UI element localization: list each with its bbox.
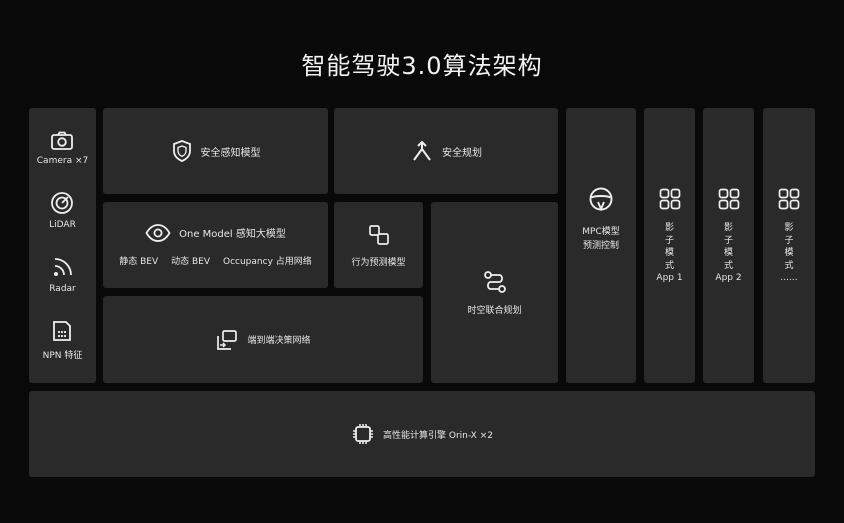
static-bev-label: 静态 BEV bbox=[119, 256, 159, 267]
behavior-prediction-block: 行为预测模型 bbox=[334, 202, 423, 288]
chip-icon bbox=[351, 422, 375, 446]
occupancy-label: Occupancy 占用网络 bbox=[223, 256, 312, 267]
app-grid-icon bbox=[718, 188, 740, 210]
sensor-panel: Camera ×7 LiDAR Radar NPN 特征 bbox=[29, 108, 96, 383]
sensor-lidar-label: LiDAR bbox=[49, 219, 76, 230]
mpc-label-line2: 预测控制 bbox=[582, 241, 619, 251]
shadow-mode-more: 影子模式...... bbox=[763, 108, 815, 383]
safety-perception-block: 安全感知模型 bbox=[103, 108, 328, 194]
spatiotemporal-planning-block: 时空联合规划 bbox=[431, 202, 558, 383]
hardware-block: 高性能计算引擎 Orin-X ×2 bbox=[29, 391, 815, 477]
sensor-radar: Radar bbox=[49, 255, 76, 294]
page-title: 智能驾驶3.0算法架构 bbox=[301, 52, 543, 80]
safety-planning-block: 安全规划 bbox=[334, 108, 558, 194]
end-to-end-icon bbox=[215, 328, 239, 352]
app-grid-icon bbox=[659, 188, 681, 210]
sensor-npn-label: NPN 特征 bbox=[42, 350, 83, 361]
safety-perception-label: 安全感知模型 bbox=[200, 147, 261, 159]
prediction-squares-icon bbox=[367, 223, 391, 247]
behavior-prediction-label: 行为预测模型 bbox=[351, 257, 406, 268]
end-to-end-label: 端到端决策网络 bbox=[247, 336, 311, 346]
sensor-camera-label: Camera ×7 bbox=[36, 155, 89, 166]
lidar-icon bbox=[50, 191, 74, 215]
mpc-block: MPC模型 预测控制 bbox=[566, 108, 636, 383]
one-model-submodels: 静态 BEV 动态 BEV Occupancy 占用网络 bbox=[119, 254, 312, 267]
safety-planning-label: 安全规划 bbox=[442, 147, 482, 159]
one-model-label: One Model 感知大模型 bbox=[179, 229, 286, 240]
app-grid-icon bbox=[778, 188, 800, 210]
camera-icon bbox=[50, 131, 74, 151]
radar-icon bbox=[51, 255, 75, 279]
one-model-block: One Model 感知大模型 静态 BEV 动态 BEV Occupancy … bbox=[103, 202, 328, 288]
route-icon bbox=[482, 269, 508, 295]
shadow-mode-more-label: 影子模式...... bbox=[780, 223, 798, 283]
sensor-lidar: LiDAR bbox=[49, 191, 76, 230]
steering-wheel-icon bbox=[588, 186, 614, 212]
eye-icon bbox=[145, 223, 171, 242]
npn-feature-icon bbox=[50, 319, 74, 343]
shield-icon bbox=[171, 139, 193, 163]
mpc-label-line1: MPC模型 bbox=[582, 227, 620, 237]
hardware-label: 高性能计算引擎 Orin-X ×2 bbox=[383, 430, 493, 441]
dynamic-bev-label: 动态 BEV bbox=[171, 256, 210, 267]
sensor-radar-label: Radar bbox=[49, 283, 76, 294]
sensor-npn: NPN 特征 bbox=[42, 319, 83, 361]
end-to-end-block: 端到端决策网络 bbox=[103, 296, 423, 383]
sensor-camera: Camera ×7 bbox=[37, 131, 88, 166]
planning-arrow-icon bbox=[410, 139, 434, 163]
one-model-header: One Model 感知大模型 bbox=[145, 223, 286, 242]
spatiotemporal-planning-label: 时空联合规划 bbox=[467, 306, 522, 316]
